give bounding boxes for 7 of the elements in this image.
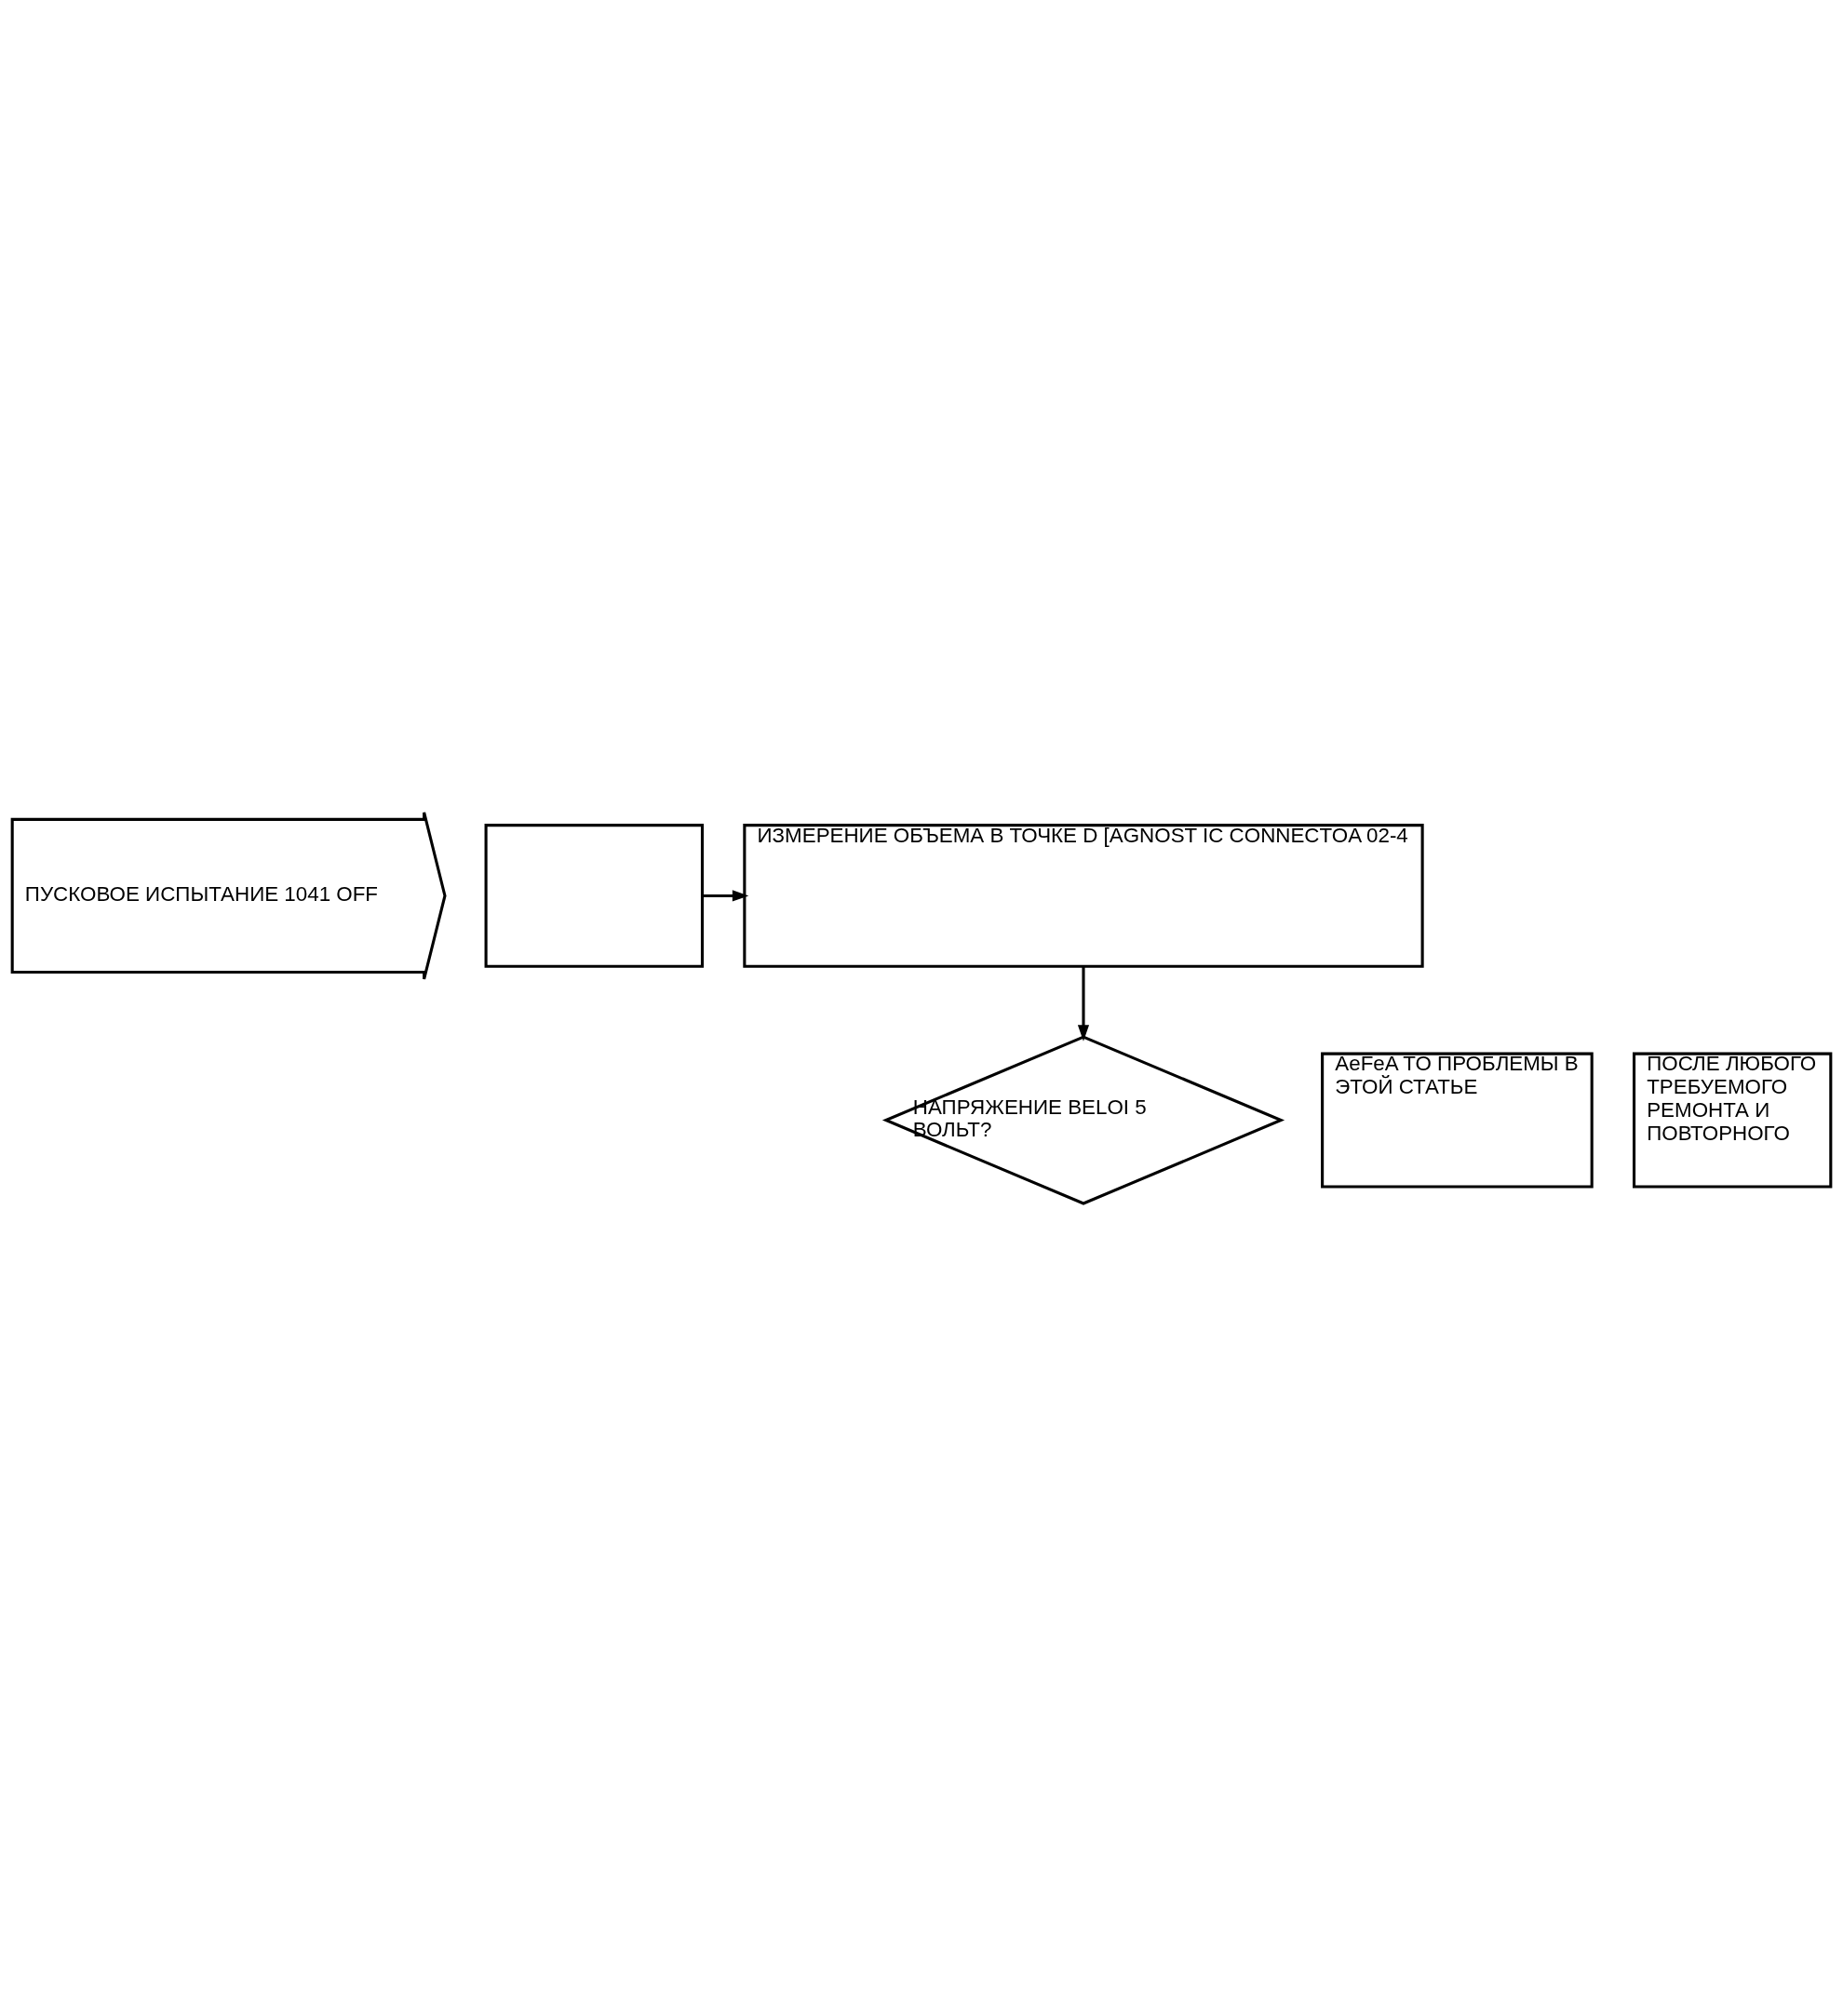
node-box: ПОСЛЕ ЛЮБОГО ТРЕБУЕМОГО РЕМОНТА И ПОВТОРНОГО xyxy=(1633,1052,1833,1189)
node-box: AeFeA TO ПРОБЛЕМЫ В ЭТОЙ СТАТЬЕ xyxy=(1321,1052,1594,1189)
arrow xyxy=(702,890,749,902)
node-box xyxy=(484,824,705,968)
node-box: ИЗМЕРЕНИЕ ОБЪЕМА В ТОЧКЕ D [AGNOST IC CONNECTOA 02-4 xyxy=(743,824,1424,968)
arrow xyxy=(1077,966,1090,1042)
node-diamond: НАПРЯЖЕНИЕ BELOI 5 ВОЛЬТ? xyxy=(881,1035,1285,1205)
